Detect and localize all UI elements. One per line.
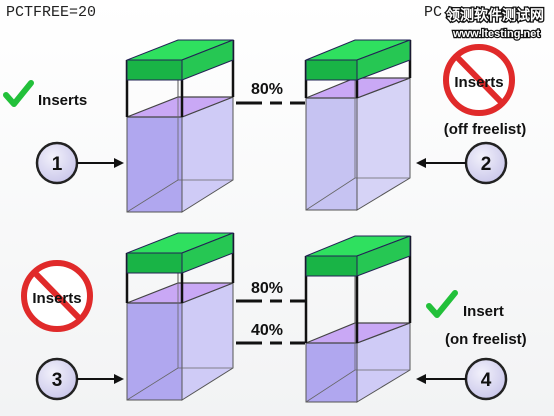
threshold-lower-40-label: 40% <box>251 322 283 339</box>
block-3 <box>125 232 235 401</box>
prohibited-icon <box>443 44 515 116</box>
panel-3-status: Inserts <box>21 260 93 332</box>
arrow-right-icon <box>114 374 124 384</box>
panel-2-label: Inserts <box>454 74 503 91</box>
panel-2-marker: 2 <box>416 141 508 185</box>
panel-1-number: 1 <box>52 154 63 175</box>
threshold-lower-80-label: 80% <box>251 280 283 297</box>
panel-3-label: Inserts <box>32 290 81 307</box>
panel-3-number: 3 <box>52 370 63 391</box>
threshold-top-label: 80% <box>251 81 283 98</box>
pctfree-label: PCTFREE=20 <box>6 4 96 21</box>
threshold-top: 80% <box>236 81 305 105</box>
panel-2-number: 2 <box>481 154 492 175</box>
panel-4-label: Insert <box>463 303 504 320</box>
block-4 <box>304 235 412 403</box>
arrow-left-icon <box>416 158 426 168</box>
panel-2-sublabel: (off freelist) <box>444 121 527 138</box>
prohibited-icon <box>21 260 93 332</box>
panel-4-status: Insert (on freelist) <box>426 290 527 348</box>
pctused-label-partial: PC <box>424 4 442 21</box>
panel-1-status: Inserts <box>3 80 87 109</box>
arrow-left-icon <box>416 374 426 384</box>
watermark-line2: www.ltesting.net <box>452 28 540 40</box>
panel-4-sublabel: (on freelist) <box>445 331 527 348</box>
panel-4-number: 4 <box>481 370 492 391</box>
check-icon <box>3 80 34 107</box>
check-icon <box>426 290 458 318</box>
block-1 <box>125 39 235 213</box>
panel-2-status: Inserts (off freelist) <box>443 44 527 138</box>
panel-1-label: Inserts <box>38 92 87 109</box>
watermark-line1: 领测软件测试网 <box>446 7 544 23</box>
block-2 <box>304 39 412 211</box>
panel-3-marker: 3 <box>35 357 124 401</box>
arrow-right-icon <box>114 158 124 168</box>
threshold-lower: 80% 40% <box>236 280 305 345</box>
watermark: 领测软件测试网 www.ltesting.net <box>445 6 546 42</box>
panel-1-marker: 1 <box>35 141 124 185</box>
panel-4-marker: 4 <box>416 357 508 401</box>
